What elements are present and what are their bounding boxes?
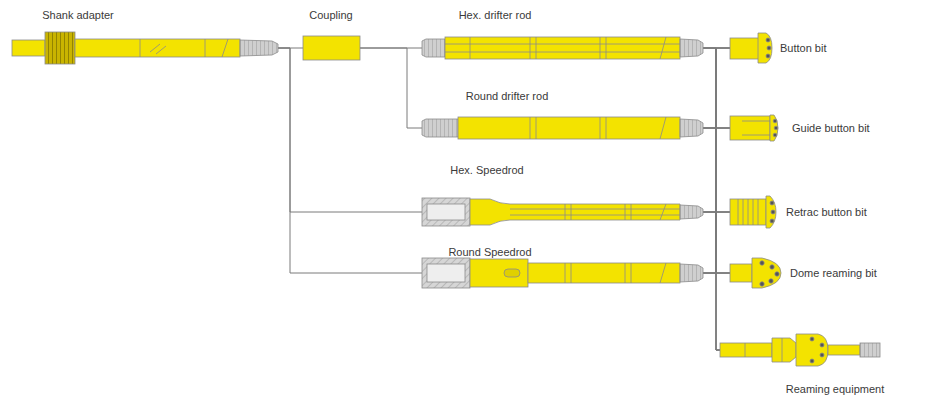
component-label: Shank adapter (42, 9, 114, 22)
component-label: Hex. Speedrod (450, 164, 523, 177)
component-label: Hex. drifter rod (459, 9, 532, 22)
drill-component: Round Speedrod (422, 258, 703, 288)
drill-component: Coupling (303, 36, 360, 60)
component-label: Round Speedrod (448, 246, 531, 259)
hex-drifter-rod-drawing (422, 37, 703, 59)
retrac-button-bit-drawing (730, 196, 776, 228)
drill-component: Button bit (730, 33, 772, 63)
component-label: Guide button bit (792, 122, 870, 135)
component-label: Coupling (309, 9, 352, 22)
connector-line (703, 212, 730, 273)
component-label: Button bit (780, 42, 826, 55)
drill-component: Hex. drifter rod (422, 37, 703, 59)
hex-speedrod-drawing (422, 198, 703, 226)
drill-component: Guide button bit (730, 115, 778, 141)
component-label: Retrac button bit (786, 206, 867, 219)
component-label: Reaming equipment (786, 383, 884, 396)
drill-component: Dome reaming bit (730, 258, 781, 288)
shank-adapter-drawing (12, 32, 278, 64)
connector-line (703, 273, 720, 350)
connector-line (360, 48, 422, 128)
dome-reaming-bit-drawing (730, 258, 781, 288)
connector-line (703, 212, 730, 273)
guide-button-bit-drawing (730, 115, 778, 141)
reaming-equipment-drawing (720, 334, 880, 366)
drill-component: Hex. Speedrod (422, 198, 703, 226)
drill-component: Round drifter rod (422, 117, 703, 139)
button-bit-drawing (730, 33, 772, 63)
connector-line (703, 48, 730, 273)
component-label: Dome reaming bit (790, 267, 877, 280)
connector-line (278, 48, 422, 212)
component-label: Round drifter rod (466, 90, 549, 103)
connector-line (703, 128, 730, 273)
drill-component: Reaming equipment (720, 334, 880, 366)
coupling-drawing (303, 36, 360, 60)
connector-line (703, 128, 730, 273)
connector-line (703, 212, 720, 350)
connector-line (703, 48, 720, 350)
drill-component: Retrac button bit (730, 196, 776, 228)
connector-line (278, 48, 422, 273)
round-drifter-rod-drawing (422, 117, 703, 139)
round-speedrod-drawing (422, 258, 703, 288)
connector-line (703, 48, 730, 273)
drill-component: Shank adapter (12, 32, 278, 64)
connector-line (703, 128, 720, 350)
